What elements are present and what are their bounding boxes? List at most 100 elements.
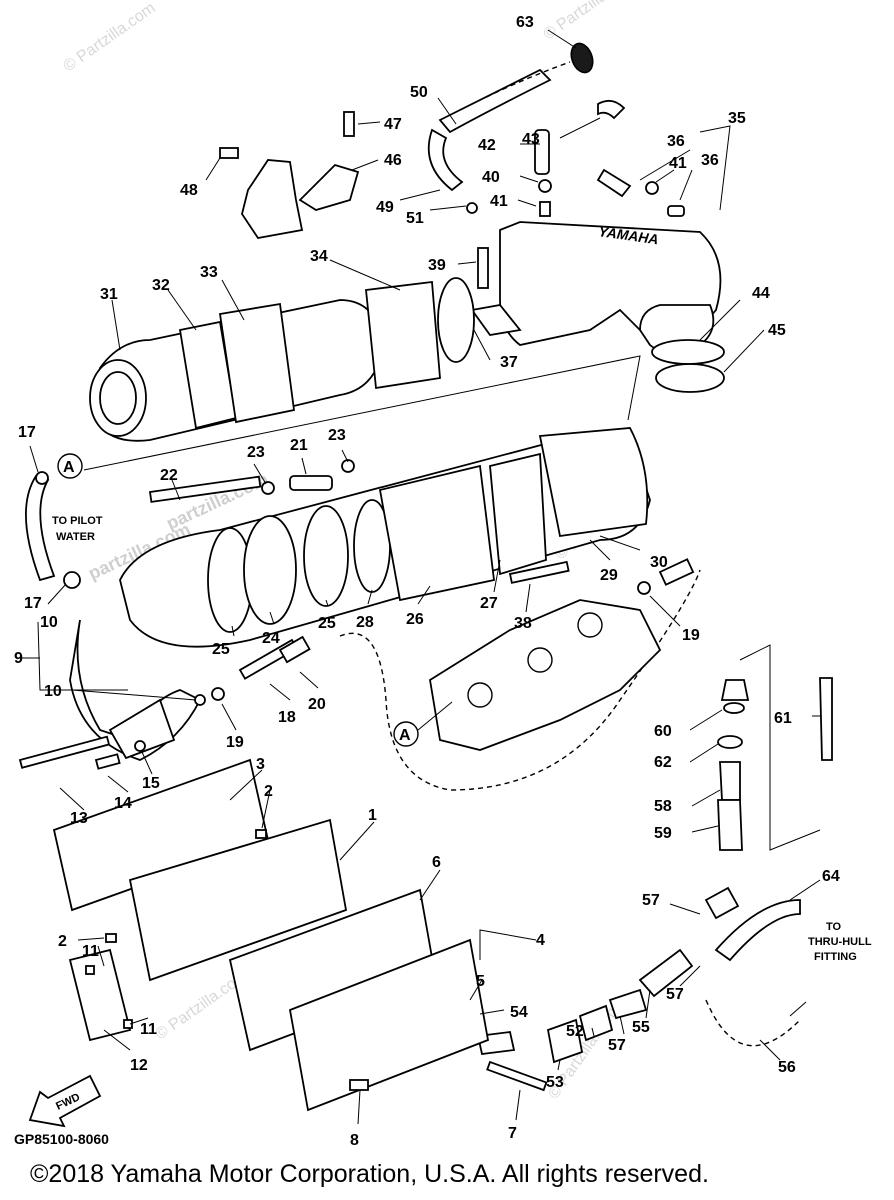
part-number-33: 33: [200, 264, 218, 281]
bracket-frame-61: [739, 644, 821, 851]
exhaust-pipe-section: [119, 427, 651, 648]
clamp-part-23b: [341, 459, 355, 473]
water-line-loop: [339, 569, 701, 791]
clamp-part-19c: [637, 581, 651, 595]
fitting-part-57a: [704, 886, 740, 920]
watermark-top-left: © Partzilla.com: [61, 0, 159, 75]
ref-a-label-bottom: A: [399, 727, 411, 744]
hose-part-20: [278, 635, 311, 664]
gasket-part-12: [68, 948, 132, 1042]
part-number-2: 2: [264, 783, 273, 800]
cylinder-reference: A: [339, 558, 701, 791]
ref-a-circle-top: [57, 453, 83, 479]
ring-part-60b: [723, 702, 745, 714]
part-number-11: 11: [82, 943, 99, 960]
fwd-arrow-shape: [28, 1074, 102, 1128]
nipple-part-10: [194, 694, 206, 706]
sleeve-part-52: [578, 1004, 614, 1042]
bracket-part: [241, 159, 304, 239]
bracket-assembly: [219, 111, 360, 239]
part-number-8: 8: [350, 1132, 359, 1149]
part-number-3: 3: [256, 756, 265, 773]
hose-part-53: [546, 1018, 584, 1064]
hose-part-22: [148, 475, 262, 503]
cover-part-4: [288, 938, 490, 1112]
clamp-part-17a: [35, 471, 49, 485]
part-number-19: 19: [682, 627, 700, 644]
ref-a-leader: [417, 701, 453, 731]
part-number-57: 57: [608, 1037, 626, 1054]
part-number-57: 57: [642, 892, 660, 909]
cylinder-block: [429, 599, 662, 751]
hose-part-49: [427, 128, 464, 192]
part-number-20: 20: [308, 696, 326, 713]
clamp-part-40: [538, 179, 552, 193]
bracket-part-46: [298, 163, 360, 211]
hose-part-64: [714, 899, 801, 962]
part-number-45: 45: [768, 322, 786, 339]
part-number-10: 10: [44, 683, 62, 700]
part-number-25: 25: [318, 615, 336, 632]
part-number-48: 48: [180, 182, 198, 199]
part-number-22: 22: [160, 467, 178, 484]
fitting-part-41b: [539, 201, 551, 217]
part-number-52: 52: [566, 1023, 584, 1040]
joint-part-55: [638, 948, 694, 998]
hose-part-50: [438, 68, 552, 134]
part-number-14: 14: [114, 795, 132, 812]
part-number-51: 51: [406, 210, 424, 227]
copyright-notice: ©2018 Yamaha Motor Corporation, U.S.A. A…: [30, 1160, 709, 1188]
part-number-36: 36: [667, 133, 685, 150]
ring-part-44: [651, 339, 725, 365]
part-number-30: 30: [650, 554, 668, 571]
part-number-2: 2: [58, 933, 67, 950]
watermark-top-right: © Partzilla.com: [541, 0, 639, 43]
clamp-part-19a: [211, 687, 225, 701]
flange-part-33: [218, 302, 296, 424]
part-number-36: 36: [701, 152, 719, 169]
part-number-15: 15: [142, 775, 160, 792]
part-number-6: 6: [432, 854, 441, 871]
part-number-18: 18: [278, 709, 296, 726]
clamp-part-41: [645, 181, 659, 195]
part-number-24: 24: [262, 630, 280, 647]
part-number-26: 26: [406, 611, 424, 628]
diagram-code: GP85100-8060: [14, 1131, 109, 1147]
part-number-61: 61: [774, 710, 792, 727]
dowel-part-11b: [123, 1019, 133, 1029]
part-number-63: 63: [516, 14, 534, 31]
cylinder-bore-3: [467, 682, 493, 708]
ref-a-label-top: A: [63, 459, 75, 476]
part-number-44: 44: [752, 285, 770, 302]
bolt-part-13: [18, 735, 111, 769]
part-number-27: 27: [480, 595, 498, 612]
part-number-54: 54: [510, 1004, 528, 1021]
part-number-11: 11: [140, 1021, 157, 1038]
gasket-part-34: [365, 280, 441, 390]
sleeve-part-26: [378, 464, 495, 602]
rod-part-61: [819, 677, 833, 761]
expansion-chamber: [89, 277, 475, 442]
leader-lines: [18, 29, 821, 1125]
part-number-50: 50: [410, 84, 428, 101]
part-number-23: 23: [247, 444, 265, 461]
part-number-12: 12: [130, 1057, 148, 1074]
part-number-1: 1: [368, 807, 377, 824]
manifold-part-1: [128, 818, 348, 982]
flange-ring: [437, 277, 475, 363]
lower-manifold-assembly: [52, 758, 548, 1112]
hose-centerline: [469, 61, 571, 106]
bolt-part-48: [219, 147, 239, 159]
part-number-9: 9: [14, 650, 23, 667]
part-number-39: 39: [428, 257, 446, 274]
part-number-23: 23: [328, 427, 346, 444]
sleeve-part-24: [243, 515, 297, 625]
part-number-17: 17: [18, 424, 36, 441]
note-thru-hull-line1: TO: [826, 921, 842, 933]
part-number-10: 10: [40, 614, 58, 631]
cap-part-63: [570, 42, 594, 74]
fitting-part-58: [719, 761, 741, 801]
part-number-4: 4: [536, 932, 545, 949]
washer-part-15: [134, 740, 146, 752]
part-number-7: 7: [508, 1125, 517, 1142]
